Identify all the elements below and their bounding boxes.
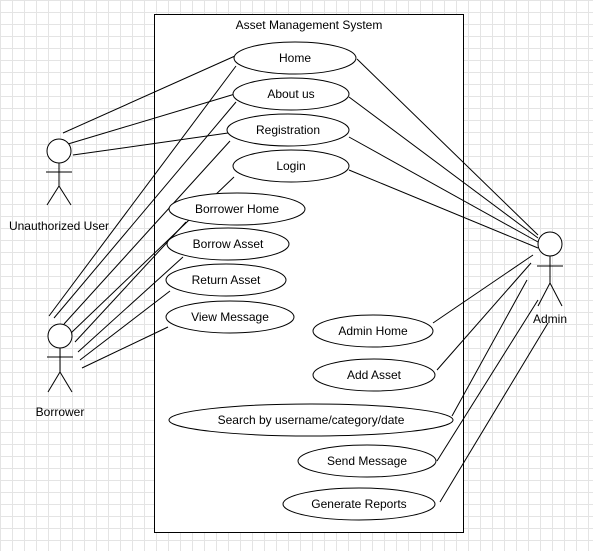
- use-case-search: Search by username/category/date: [168, 403, 454, 437]
- actor-unauthorized-user: [46, 138, 72, 206]
- use-case-view-message: View Message: [165, 300, 295, 334]
- actor-borrower: [47, 323, 73, 393]
- use-case-add-asset-label: Add Asset: [347, 368, 402, 382]
- use-case-login-label: Login: [276, 159, 305, 173]
- actor-borrower-label: Borrower: [36, 405, 85, 419]
- use-case-generate-reports-label: Generate Reports: [311, 497, 406, 511]
- use-case-about-us: About us: [232, 77, 350, 111]
- use-case-registration-label: Registration: [256, 123, 320, 137]
- use-case-borrow-asset: Borrow Asset: [166, 227, 290, 261]
- use-case-about-us-label: About us: [267, 87, 314, 101]
- use-case-return-asset: Return Asset: [165, 263, 287, 297]
- use-case-admin-home: Admin Home: [312, 314, 434, 348]
- use-case-search-label: Search by username/category/date: [218, 413, 405, 427]
- use-case-borrow-asset-label: Borrow Asset: [193, 237, 264, 251]
- use-case-home: Home: [233, 41, 357, 75]
- use-case-view-message-label: View Message: [191, 310, 269, 324]
- actor-admin-label: Admin: [533, 312, 567, 326]
- use-case-borrower-home-label: Borrower Home: [195, 202, 279, 216]
- actor-admin: [537, 231, 563, 307]
- use-case-admin-home-label: Admin Home: [338, 324, 408, 338]
- use-case-add-asset: Add Asset: [312, 358, 436, 392]
- actor-unauthorized-user-label: Unauthorized User: [9, 219, 109, 233]
- use-case-borrower-home: Borrower Home: [168, 192, 306, 226]
- use-case-login: Login: [232, 149, 350, 183]
- use-case-generate-reports: Generate Reports: [282, 487, 436, 521]
- use-case-registration: Registration: [226, 113, 350, 147]
- use-case-home-label: Home: [279, 51, 311, 65]
- use-case-return-asset-label: Return Asset: [192, 273, 261, 287]
- use-case-send-message-label: Send Message: [327, 454, 407, 468]
- system-title: Asset Management System: [236, 18, 383, 32]
- use-case-send-message: Send Message: [297, 444, 437, 478]
